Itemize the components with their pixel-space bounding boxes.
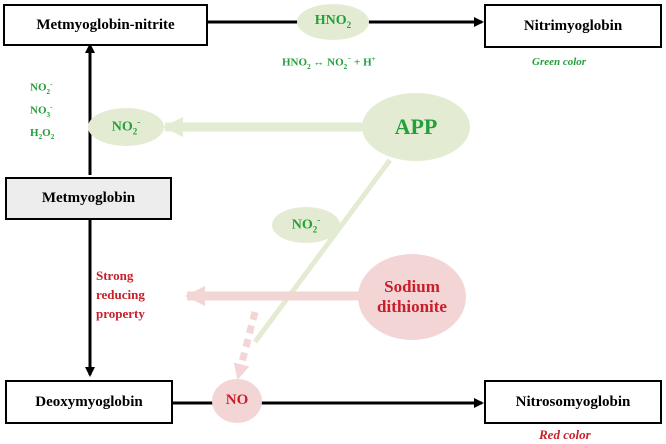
red-color-label: Red color — [539, 427, 591, 442]
ellipse-no2-top: NO2- — [88, 108, 164, 146]
box-nitrimyoglobin-label: Nitrimyoglobin — [523, 17, 623, 34]
equation-label: HNO2 ↔ NO2− + H+ — [282, 55, 376, 71]
box-deoxymyoglobin-label: Deoxymyoglobin — [35, 393, 143, 410]
strong-reducing-label: Strong reducing property — [96, 268, 145, 321]
box-metmyoglobin: Metmyoglobin — [5, 177, 172, 220]
dashed-arrow-to-no — [233, 311, 259, 380]
ellipse-no2-mid: NO2- — [272, 207, 340, 243]
ellipse-hno2: HNO2 — [297, 4, 369, 40]
box-deoxymyoglobin: Deoxymyoglobin — [5, 380, 173, 424]
box-metmyoglobin-nitrite: Metmyoglobin-nitrite — [3, 4, 208, 46]
line-app-to-no-green — [252, 158, 393, 344]
side-h2o2-label: H2O2 — [30, 127, 55, 142]
box-nitrosomyoglobin: Nitrosomyoglobin — [484, 380, 662, 424]
ellipse-sodium-line1: Sodium — [384, 277, 440, 297]
side-no2-label: NO2- — [30, 80, 53, 96]
ellipse-sodium-line2: dithionite — [377, 297, 447, 316]
ellipse-hno2-label: HNO2 — [314, 13, 352, 31]
box-metmyoglobin-nitrite-label: Metmyoglobin-nitrite — [36, 16, 175, 33]
ellipse-app: APP — [362, 93, 470, 161]
side-no3-label: NO3- — [30, 103, 53, 119]
ellipse-no: NO — [212, 379, 262, 423]
box-nitrosomyoglobin-label: Nitrosomyoglobin — [515, 393, 631, 410]
green-color-label: Green color — [532, 56, 587, 68]
ellipse-no2-top-label: NO2- — [111, 117, 141, 137]
box-nitrimyoglobin: Nitrimyoglobin — [484, 4, 662, 48]
ellipse-no2-mid-label: NO2- — [291, 215, 321, 235]
box-metmyoglobin-label: Metmyoglobin — [41, 190, 136, 206]
ellipse-sodium-dithionite: Sodium dithionite — [358, 254, 466, 340]
ellipse-app-label: APP — [394, 114, 438, 140]
ellipse-no-label: NO — [225, 392, 249, 409]
